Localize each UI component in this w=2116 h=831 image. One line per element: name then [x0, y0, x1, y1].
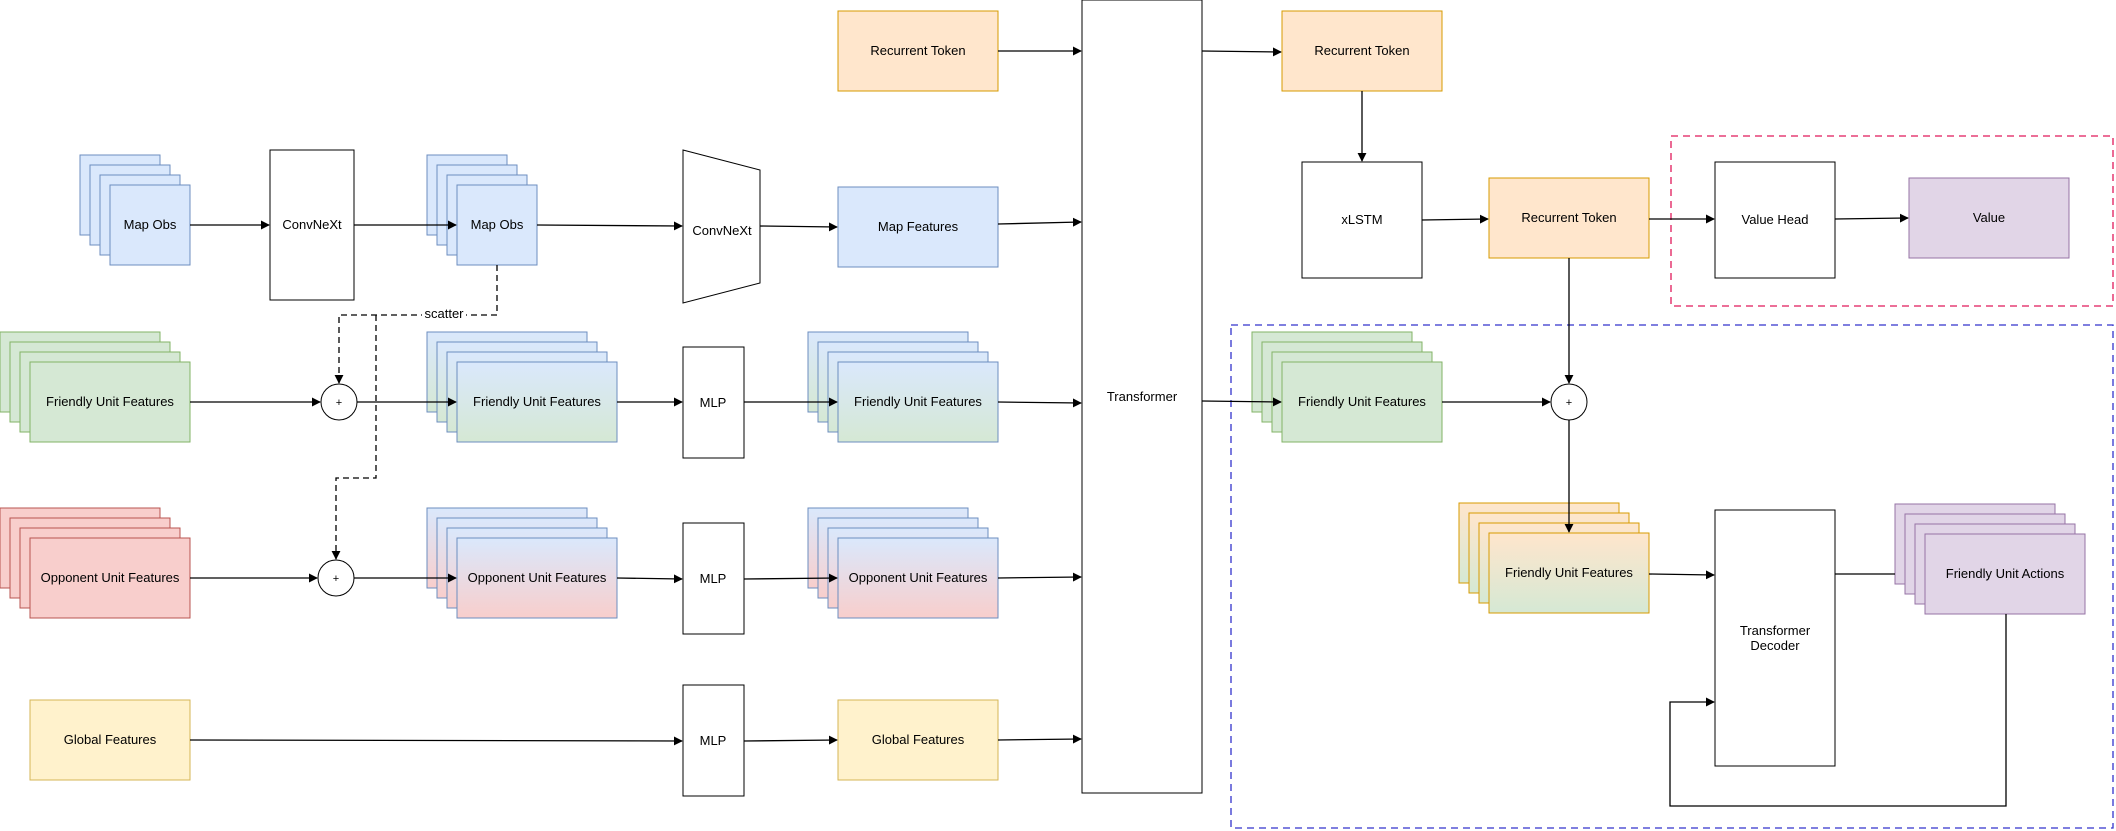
mlp-friendly-label: MLP [700, 395, 727, 410]
value-region [1670, 135, 2114, 307]
friendly-unit-encoded-label: Friendly Unit Features [854, 394, 982, 409]
map-features-label: Map Features [878, 219, 959, 234]
value-head-label: Value Head [1742, 212, 1809, 227]
friendly-unit-merged-stack: Friendly Unit Features [426, 331, 618, 443]
convnext-encoder-label: ConvNeXt [282, 217, 342, 232]
opponent-unit-encoded-label: Opponent Unit Features [849, 570, 988, 585]
opponent-unit-encoded-stack: Opponent Unit Features [807, 507, 999, 619]
map-obs-encoded-label: Map Obs [471, 217, 524, 232]
transformer-decoder-block: Transformer Decoder [1714, 509, 1836, 767]
recurrent-token-input: Recurrent Token [837, 10, 999, 92]
opponent-unit-merged-label: Opponent Unit Features [468, 570, 607, 585]
transformer-label: Transformer [1107, 389, 1178, 404]
global-features-input: Global Features [29, 699, 191, 781]
add-node-friendly-symbol: + [336, 397, 342, 409]
recurrent-token-output-label: Recurrent Token [1314, 43, 1409, 58]
value-head-block: Value Head [1714, 161, 1836, 279]
value-output-label: Value [1973, 210, 2005, 225]
opponent-unit-merged-stack: Opponent Unit Features [426, 507, 618, 619]
friendly-unit-decoder-input-stack: Friendly Unit Features [1458, 502, 1650, 614]
recurrent-token-output: Recurrent Token [1281, 10, 1443, 92]
decoder-region [1230, 324, 2114, 829]
friendly-unit-actions-stack: Friendly Unit Actions [1894, 503, 2086, 615]
add-node-opponent-symbol: + [333, 573, 339, 585]
scatter-annotation: scatter [422, 305, 466, 321]
map-features-box: Map Features [837, 186, 999, 268]
recurrent-token-updated: Recurrent Token [1488, 177, 1650, 259]
opponent-unit-input-label: Opponent Unit Features [41, 570, 180, 585]
transformer-block: Transformer [1081, 0, 1203, 794]
recurrent-token-updated-label: Recurrent Token [1521, 210, 1616, 225]
mlp-opponent: MLP [682, 522, 745, 635]
mlp-opponent-label: MLP [700, 571, 727, 586]
value-output: Value [1908, 177, 2070, 259]
recurrent-token-input-label: Recurrent Token [870, 43, 965, 58]
edges [189, 46, 2007, 807]
global-features-encoded: Global Features [837, 699, 999, 781]
friendly-unit-input-label: Friendly Unit Features [46, 394, 174, 409]
transformer-decoder-label-line1: Transformer [1740, 623, 1811, 638]
friendly-unit-output-stack: Friendly Unit Features [1251, 331, 1443, 443]
map-obs-input-stack: Map Obs [79, 154, 191, 266]
transformer-decoder-label-line2: Decoder [1750, 638, 1800, 653]
add-node-recurrent-symbol: + [1566, 397, 1572, 409]
friendly-unit-decoder-input-label: Friendly Unit Features [1505, 565, 1633, 580]
global-features-input-label: Global Features [64, 732, 157, 747]
mlp-global-label: MLP [700, 733, 727, 748]
friendly-unit-actions-label: Friendly Unit Actions [1946, 566, 2065, 581]
opponent-unit-input-stack: Opponent Unit Features [0, 507, 191, 619]
add-node-opponent: + [317, 559, 355, 597]
mlp-friendly: MLP [682, 346, 745, 459]
scatter-label: scatter [424, 306, 464, 321]
convnext-downsampler-label: ConvNeXt [692, 223, 752, 238]
xlstm-block: xLSTM [1301, 161, 1423, 279]
add-node-recurrent: + [1550, 383, 1588, 421]
friendly-unit-input-stack: Friendly Unit Features [0, 331, 191, 443]
xlstm-label: xLSTM [1341, 212, 1382, 227]
friendly-unit-output-label: Friendly Unit Features [1298, 394, 1426, 409]
friendly-unit-encoded-stack: Friendly Unit Features [807, 331, 999, 443]
map-obs-input-label: Map Obs [124, 217, 177, 232]
add-node-friendly: + [320, 383, 358, 421]
friendly-unit-merged-label: Friendly Unit Features [473, 394, 601, 409]
global-features-encoded-label: Global Features [872, 732, 965, 747]
convnext-encoder: ConvNeXt [269, 149, 355, 301]
mlp-global: MLP [682, 684, 745, 797]
map-obs-encoded-stack: Map Obs [426, 154, 538, 266]
convnext-downsampler: ConvNeXt [682, 149, 761, 304]
